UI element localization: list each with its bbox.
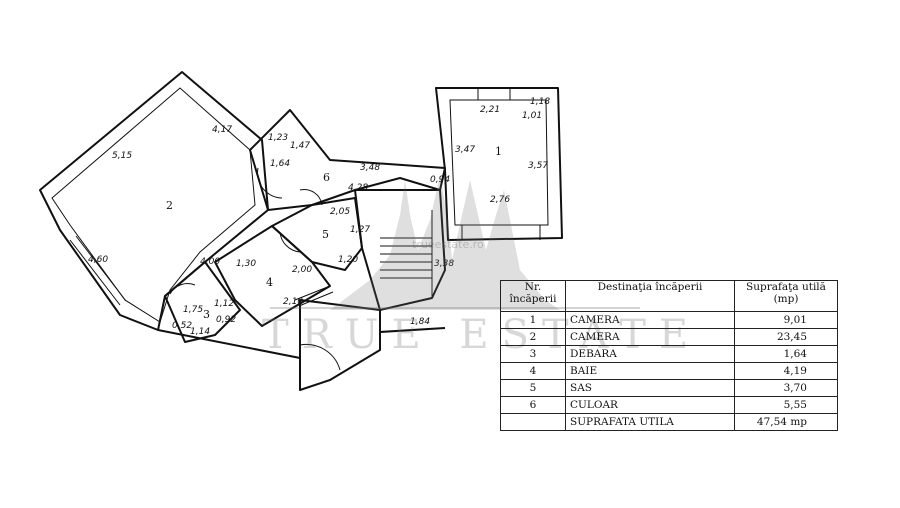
watermark-url: trueestate.ro	[412, 238, 484, 251]
dimension-label: 2,00	[292, 265, 312, 275]
room-number-3: 3	[203, 308, 210, 321]
dimension-label: 2,05	[330, 207, 350, 217]
row-name: DEBARA	[565, 345, 735, 363]
table-row: 5 SAS 3,70	[500, 379, 838, 397]
dimension-label: 1,84	[410, 317, 430, 327]
row-area: 5,55	[734, 396, 838, 414]
row-nr: 6	[500, 396, 566, 414]
row-nr: 4	[500, 362, 566, 380]
table-row: 6 CULOAR 5,55	[500, 396, 838, 414]
dimension-label: 3,38	[434, 259, 454, 269]
dimension-label: 5,15	[112, 151, 132, 161]
room-1-outline	[435, 87, 563, 241]
row-area: 1,64	[734, 345, 838, 363]
room-number-6: 6	[323, 171, 330, 184]
row-nr: 1	[500, 311, 566, 329]
entrance-landing	[299, 299, 381, 391]
total-label: SUPRAFATA UTILA	[565, 413, 735, 431]
row-nr: 5	[500, 379, 566, 397]
room-number-5: 5	[322, 228, 329, 241]
dimension-label: 4,17	[212, 125, 232, 135]
table-row: 2 CAMERA 23,45	[500, 328, 838, 346]
dimension-label: 1,12	[214, 299, 234, 309]
room-number-1: 1	[495, 145, 502, 158]
row-area: 23,45	[734, 328, 838, 346]
row-area: 4,19	[734, 362, 838, 380]
dimension-label: 1,47	[290, 141, 310, 151]
dimension-label: 4,00	[200, 257, 220, 267]
row-name: CAMERA	[565, 311, 735, 329]
dimension-label: 4,28	[348, 183, 368, 193]
dimension-label: 3,47	[455, 145, 475, 155]
dimension-label: 3,48	[360, 163, 380, 173]
total-empty-cell	[500, 413, 566, 431]
table-row: 1 CAMERA 9,01	[500, 311, 838, 329]
dimension-label: 1,20	[338, 255, 358, 265]
header-usable-area: Suprafaţa utilă (mp)	[734, 280, 838, 312]
row-nr: 2	[500, 328, 566, 346]
dimension-label: 1,27	[350, 225, 370, 235]
dimension-label: 1,23	[268, 133, 288, 143]
watermark-castle-icon	[330, 175, 560, 310]
row-name: CAMERA	[565, 328, 735, 346]
dimension-label: 0,92	[216, 315, 236, 325]
dimension-label: 2,10	[283, 297, 303, 307]
row-name: SAS	[565, 379, 735, 397]
row-area: 3,70	[734, 379, 838, 397]
table-total-row: SUPRAFATA UTILA 47,54 mp	[500, 413, 838, 431]
dimension-label: 0,52	[172, 321, 192, 331]
total-value: 47,54 mp	[734, 413, 838, 431]
table-row: 4 BAIE 4,19	[500, 362, 838, 380]
room-area-table: Nr. încăperii Destinaţia încăperii Supra…	[500, 280, 838, 431]
stair-hall	[354, 177, 446, 311]
row-name: CULOAR	[565, 396, 735, 414]
dimension-label: 0,94	[430, 175, 450, 185]
header-room-number: Nr. încăperii	[500, 280, 566, 312]
dimension-label: 1,64	[270, 159, 290, 169]
dimension-label: 2,76	[490, 195, 510, 205]
window-room-2	[69, 239, 121, 306]
dimension-label: 1,18	[530, 97, 550, 107]
header-room-purpose: Destinaţia încăperii	[565, 280, 735, 312]
table-row: 3 DEBARA 1,64	[500, 345, 838, 363]
dimension-label: 4,60	[88, 255, 108, 265]
row-nr: 3	[500, 345, 566, 363]
dimension-label: 2,21	[480, 105, 500, 115]
row-name: BAIE	[565, 362, 735, 380]
row-area: 9,01	[734, 311, 838, 329]
dimension-label: 1,30	[236, 259, 256, 269]
dimension-label: 1,14	[190, 327, 210, 337]
dimension-label: 3,57	[528, 161, 548, 171]
dimension-label: 1,75	[183, 305, 203, 315]
room-number-2: 2	[166, 199, 173, 212]
room-number-4: 4	[266, 276, 273, 289]
table-header-row: Nr. încăperii Destinaţia încăperii Supra…	[500, 280, 838, 312]
dimension-label: 1,01	[522, 111, 542, 121]
